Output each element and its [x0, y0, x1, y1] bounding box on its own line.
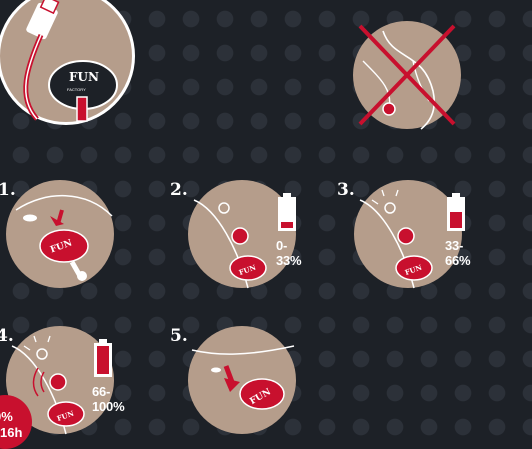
- battery-label: 0-33%: [276, 238, 301, 268]
- battery-icon: [93, 339, 113, 379]
- logo-subtext: FACTORY: [67, 87, 86, 92]
- badge-line-2: 16h: [0, 425, 22, 440]
- attach-plug-illustration: FUN: [6, 180, 114, 288]
- usb-cable-icon: FUN FACTORY: [0, 0, 137, 127]
- battery-icon: [446, 193, 466, 233]
- battery-label: 33-66%: [445, 238, 470, 268]
- battery-icon: [277, 193, 297, 233]
- logo-text: FUN: [69, 70, 99, 84]
- battery-label: 66-100%: [92, 384, 124, 414]
- step-number: 3.: [337, 180, 355, 200]
- prohibited-cross-icon: [352, 20, 462, 130]
- remove-plug-illustration: FUN: [188, 326, 296, 434]
- step-number: 5.: [170, 326, 188, 346]
- badge-line-1: 0%: [0, 409, 13, 424]
- step-number: 2.: [170, 180, 188, 200]
